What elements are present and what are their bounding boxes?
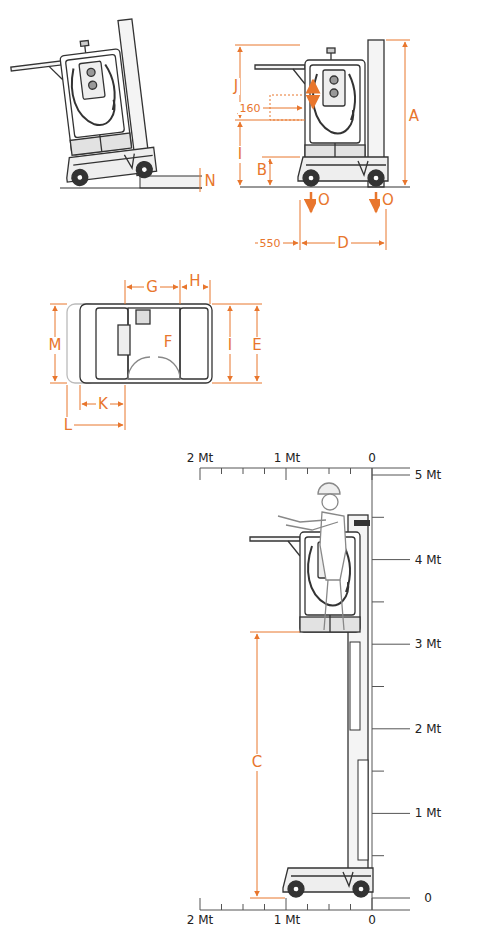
plan-view: [50, 280, 262, 430]
dimension-label: L: [62, 417, 74, 434]
dimension-label: D: [335, 235, 351, 252]
scale-label: 1 Mt: [272, 913, 303, 927]
dimension-label: A: [407, 108, 421, 125]
scale-label: 0: [422, 891, 434, 905]
dimension-label: M: [47, 337, 64, 354]
dimension-label: E: [250, 337, 263, 354]
scale-label: 3 Mt: [413, 637, 444, 651]
dimension-label: O: [380, 192, 396, 209]
tilted-machine-view: [7, 18, 215, 192]
side-view: [235, 40, 410, 250]
dimension-label: N: [202, 173, 217, 190]
scale-label: 0: [366, 451, 378, 465]
dimension-label: C: [250, 754, 264, 771]
dimension-label: B: [255, 162, 269, 179]
dimension-label: 160: [238, 102, 263, 115]
scale-label: 2 Mt: [413, 722, 444, 736]
scale-label: 5 Mt: [413, 468, 444, 482]
dimension-label: J: [232, 78, 240, 95]
dimension-label: K: [96, 396, 110, 413]
scale-label: 1 Mt: [272, 451, 303, 465]
dimension-label: O: [316, 192, 332, 209]
dimension-label: F: [162, 334, 175, 351]
scale-label: 0: [366, 913, 378, 927]
scale-label: 1 Mt: [413, 806, 444, 820]
scale-label: 2 Mt: [185, 913, 216, 927]
dimension-label: H: [187, 273, 202, 290]
scale-label: 4 Mt: [413, 553, 444, 567]
dimension-label: 550: [258, 237, 283, 250]
scale-label: 2 Mt: [185, 451, 216, 465]
dimension-label: I: [226, 337, 234, 354]
dimension-label: G: [144, 279, 160, 296]
raised-view: [200, 468, 410, 910]
dimension-label: I: [236, 146, 244, 163]
